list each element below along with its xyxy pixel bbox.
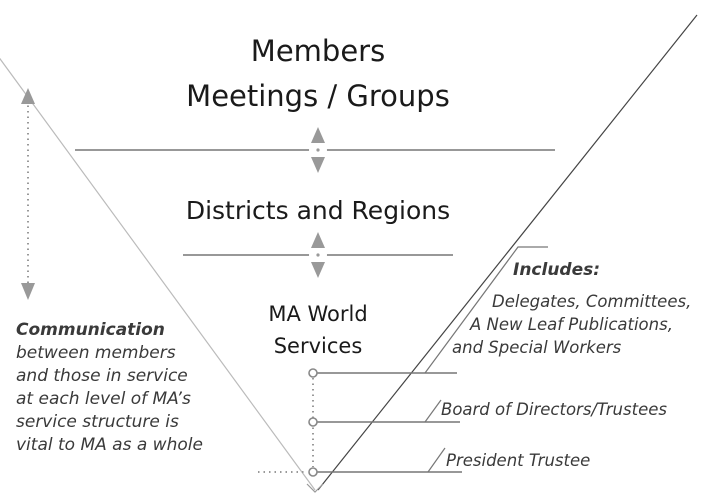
communication-line: at each level of MA’s xyxy=(16,389,191,409)
level-members: Members xyxy=(251,34,385,68)
triangle-right-edge xyxy=(317,14,698,491)
level-meetings-groups: Meetings / Groups xyxy=(186,79,450,113)
dotted-vertical-arrow-icon xyxy=(21,88,35,300)
includes-item: A New Leaf Publications, xyxy=(469,315,673,334)
tier-president-leader xyxy=(308,447,462,477)
two-way-arrow-icon xyxy=(309,232,327,278)
communication-line: between members xyxy=(16,343,176,363)
level-ma-world: MA World xyxy=(268,302,367,326)
includes-label: Includes: xyxy=(513,260,600,280)
bottom-point xyxy=(306,483,324,493)
tier-includes-leader xyxy=(308,246,548,378)
communication-note: Communication between members and those … xyxy=(16,320,203,455)
communication-line: and those in service xyxy=(16,366,188,386)
level-services: Services xyxy=(274,334,363,358)
communication-line: service structure is xyxy=(16,412,179,432)
includes-item: and Special Workers xyxy=(452,338,622,357)
level-districts-regions: Districts and Regions xyxy=(186,196,450,225)
board-label: Board of Directors/Trustees xyxy=(441,400,667,419)
tier-board-leader xyxy=(308,399,460,427)
includes-item: Delegates, Committees, xyxy=(492,292,691,311)
two-way-arrow-icon xyxy=(309,127,327,173)
communication-heading: Communication xyxy=(16,320,165,340)
communication-line: vital to MA as a whole xyxy=(16,435,203,455)
president-label: President Trustee xyxy=(446,451,590,470)
